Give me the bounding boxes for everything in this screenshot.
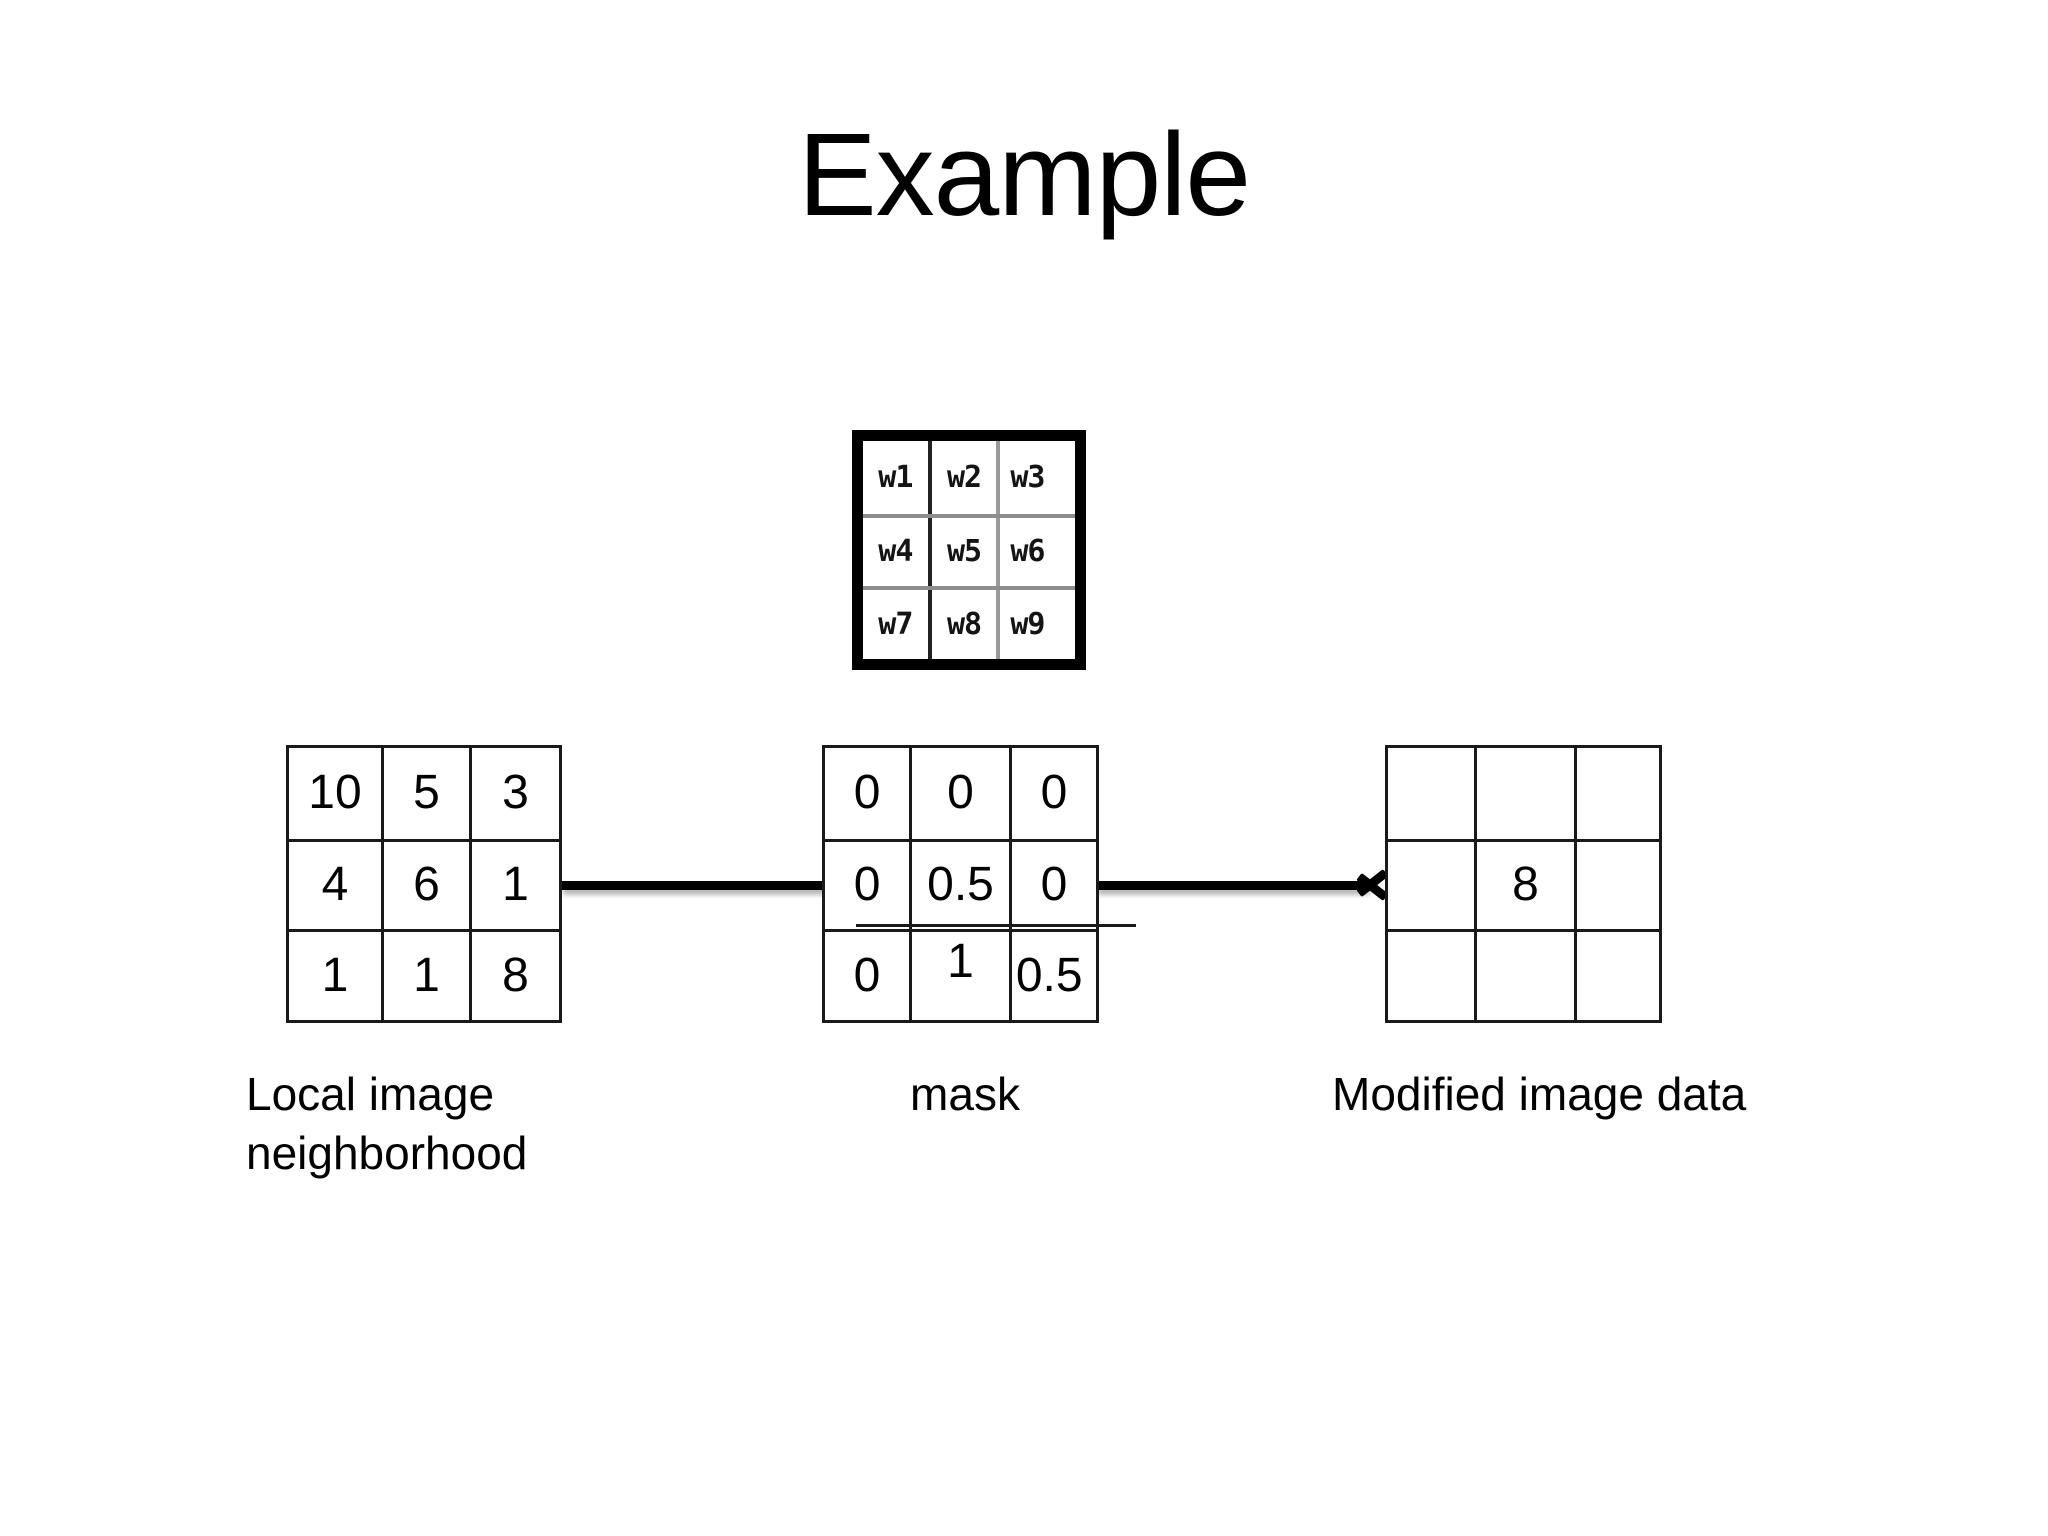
arrow-shaft [560,881,848,890]
weight-cell-w1: w1 [878,459,913,495]
mask-cell-r1c3: 0 [1008,748,1096,839]
table-row: 0 1 0.5 [825,929,1096,1020]
modified-cell-r2c2: 8 [1474,841,1574,930]
weight-mask-image: w1 w2 w3 w4 w5 w6 w7 w8 w9 [852,430,1086,670]
grid-modified-image-data: 8 [1385,745,1662,1023]
table-row: 8 [1388,838,1659,930]
neighborhood-cell-r3c3: 8 [468,932,559,1020]
weight-cell-w5: w5 [927,517,997,587]
mask-cell-r3c3: 0.5 [1008,932,1096,1020]
table-row [1388,748,1659,839]
modified-cell-r1c1 [1388,748,1474,839]
mask-cell-r2c3: 0 [1008,841,1096,930]
arrow-mask-to-modified-icon [1095,870,1393,900]
modified-cell-r3c1 [1388,932,1474,1020]
modified-cell-r1c3 [1573,748,1659,839]
modified-cell-r1c2 [1474,748,1574,839]
modified-cell-r3c3 [1573,932,1659,1020]
weight-cell-w7: w7 [878,607,913,643]
table-row: 0 0 0 [825,748,1096,839]
weight-cell-w6: w6 [996,517,1075,587]
mask-cell-r1c1: 0 [853,766,881,820]
table-row: 1 1 8 [289,929,559,1020]
weight-mask-inner: w1 w2 w3 w4 w5 w6 w7 w8 w9 [863,441,1075,659]
neighborhood-cell-r1c2: 5 [380,748,469,839]
weight-mask-row: w1 w2 w3 [863,441,1075,514]
mask-cell-r3c1: 0 [853,949,881,1003]
neighborhood-cell-r3c1: 1 [321,949,349,1003]
arrow-head [1357,870,1387,900]
neighborhood-cell-r2c2: 6 [380,841,469,930]
modified-cell-r2c1 [1388,842,1474,930]
modified-cell-r2c3 [1573,841,1659,930]
neighborhood-cell-r2c3: 1 [468,841,559,930]
arrow-shaft [1095,881,1367,890]
mask-cell-r3c2: 1 [909,932,1009,1020]
mask-cell-r2c1: 0 [853,858,881,912]
mask-overlay-rule [856,924,1136,927]
weight-cell-w3: w3 [996,441,1075,514]
modified-cell-r3c2 [1474,932,1574,1020]
table-row: 0 0.5 0 [825,838,1096,930]
arrow-neighborhood-to-mask-icon [560,870,848,900]
mask-cell-r2c2: 0.5 [909,841,1009,930]
grid-mask: 0 0 0 0 0.5 0 0 1 0.5 [822,745,1099,1023]
caption-mask: mask [910,1068,1020,1120]
mask-cell-r1c2: 0 [909,748,1009,839]
weight-mask-row: w4 w5 w6 [863,513,1075,587]
weight-mask-row: w7 w8 w9 [863,586,1075,659]
caption-modified-image-data: Modified image data [1332,1068,1747,1120]
weight-cell-w4: w4 [878,534,913,570]
weight-cell-w2: w2 [927,441,997,514]
weight-cell-w8: w8 [927,590,997,659]
grid-local-image-neighborhood: 10 5 3 4 6 1 1 1 8 [286,745,562,1023]
table-row [1388,929,1659,1020]
neighborhood-cell-r1c3: 3 [468,748,559,839]
neighborhood-cell-r2c1: 4 [321,858,349,912]
table-row: 10 5 3 [289,748,559,839]
caption-local-image-neighborhood: Local image neighborhood [246,1068,528,1179]
neighborhood-cell-r1c1: 10 [308,766,362,820]
weight-cell-w9: w9 [996,590,1075,659]
page-title: Example [797,109,1251,241]
table-row: 4 6 1 [289,838,559,930]
neighborhood-cell-r3c2: 1 [380,932,469,1020]
